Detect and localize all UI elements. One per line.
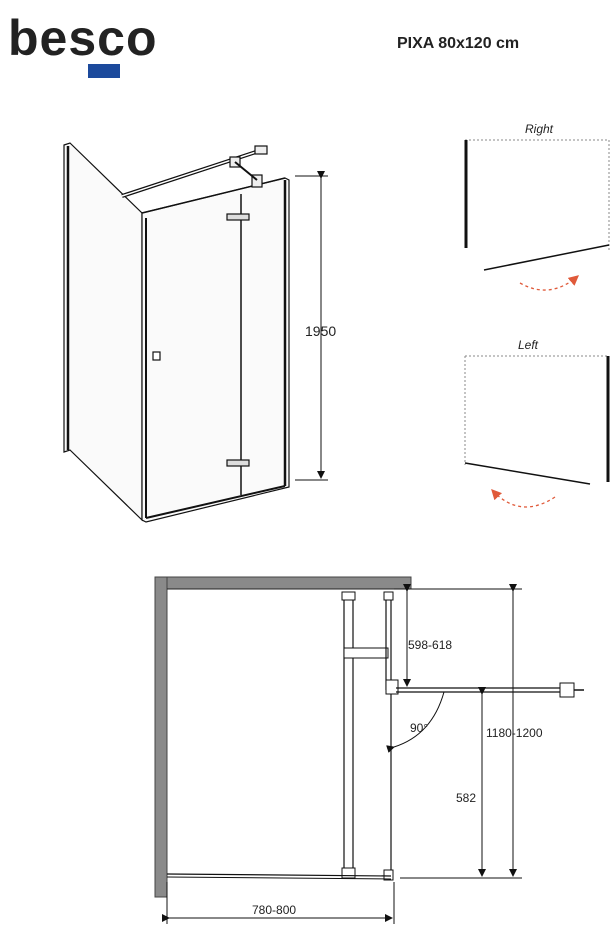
plan-dimensions [162, 584, 522, 924]
fixed-panel-label: 582 [456, 791, 476, 805]
left-door-line [464, 462, 591, 485]
plan-view [154, 576, 584, 898]
perspective-view [63, 142, 290, 523]
stabilizer-clamp [251, 174, 263, 188]
front-panel [141, 177, 290, 523]
lower-hinge [226, 459, 250, 467]
right-label: Right [525, 122, 554, 136]
left-orientation-diagram: Left [464, 338, 610, 508]
door-handle [152, 351, 161, 361]
height-dimension [295, 171, 328, 481]
side-panel [63, 142, 143, 522]
door-width-label: 598-618 [408, 638, 452, 652]
logo-accent-bar [88, 64, 120, 78]
side-length-label: 1180-1200 [486, 726, 543, 740]
left-swing-arrow-icon [491, 489, 556, 508]
angle-label: 90° [410, 721, 428, 735]
bottom-profile [145, 485, 286, 519]
right-orientation-diagram: Right [464, 122, 610, 291]
besco-logo: besco [8, 10, 158, 78]
plan-stabilizer-bracket [343, 647, 389, 659]
stabilizer-wall-mount [254, 145, 268, 155]
plan-door-end-handle [559, 682, 575, 698]
plan-door-hinge [385, 679, 399, 695]
upper-hinge [226, 213, 250, 221]
logo-text: besco [8, 10, 158, 66]
side-wall [154, 576, 168, 898]
width-label: 780-800 [252, 903, 296, 917]
model-title: PIXA 80x120 cm [397, 35, 519, 52]
swing-arc [386, 691, 445, 753]
right-door-line [483, 244, 610, 271]
height-label: 1950 [305, 323, 336, 339]
back-wall [154, 576, 412, 590]
plan-bottom-profile [166, 873, 392, 877]
right-swing-arrow-icon [519, 275, 579, 291]
left-label: Left [518, 338, 539, 352]
